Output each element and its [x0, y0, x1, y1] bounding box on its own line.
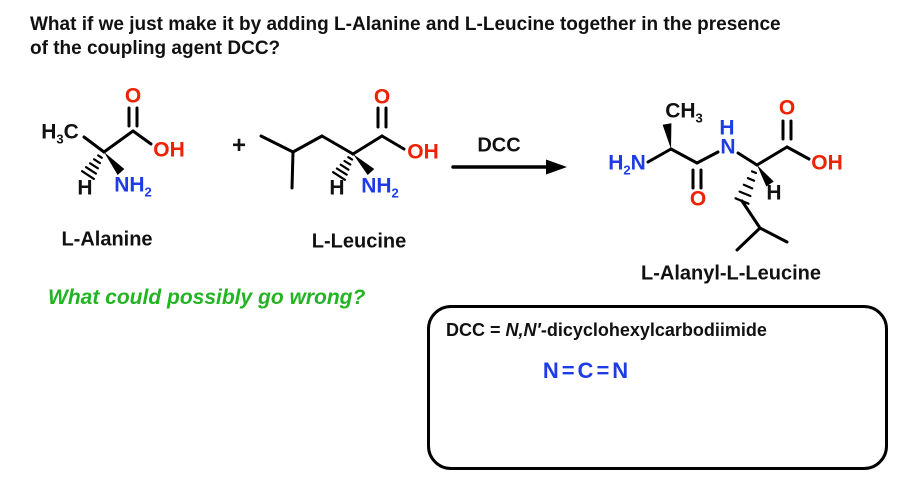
carbodiimide-ncn-label: N=C=N	[542, 358, 632, 383]
leucine-carbonyl-oxygen-label: O	[373, 85, 391, 109]
product-hash-wedge	[734, 170, 758, 205]
dcc-definition-text: DCC = N,N′-dicyclohexylcarbodiimide	[446, 320, 767, 341]
alanine-name-label: L-Alanine	[61, 228, 153, 251]
product-methyl-label: CH3	[665, 99, 703, 126]
alanine-methyl-label: H3C	[41, 120, 79, 147]
product-amide-hydrogen-label: H	[719, 116, 735, 140]
product-amide-nitrogen-label: N	[720, 135, 736, 159]
reaction-arrowhead	[546, 159, 567, 175]
leucine-name-label: L-Leucine	[311, 230, 407, 253]
question-heading-line-1: What if we just make it by adding L-Alan…	[30, 14, 781, 35]
arrow-reagent-label: DCC	[477, 134, 521, 157]
dcc-definition-prefix: DCC =	[446, 320, 506, 340]
alanine-bold-wedge	[104, 152, 125, 175]
product-skeleton	[646, 119, 811, 252]
alanine-skeleton	[80, 106, 153, 180]
dcc-definition-nn-prime: N,N′	[505, 320, 541, 340]
product-methyl-bold-wedge	[662, 123, 672, 149]
product-alpha-hydrogen-label: H	[766, 181, 782, 205]
commentary-note: What could possibly go wrong?	[48, 286, 366, 309]
product-amine-label: H2N	[608, 151, 646, 178]
product-h-bold-wedge	[757, 165, 774, 187]
alanine-alpha-hydrogen-label: H	[77, 176, 93, 200]
dcc-definition-box: DCC = N,N′-dicyclohexylcarbodiimide	[427, 305, 888, 470]
leucine-hash-wedge	[332, 156, 354, 181]
leucine-bold-wedge	[353, 154, 375, 175]
leucine-skeleton	[259, 106, 406, 190]
plus-sign: +	[231, 132, 247, 159]
alanine-hydroxyl-label: OH	[153, 138, 185, 162]
product-name-label: L-Alanyl-L-Leucine	[640, 262, 822, 285]
alanine-hash-wedge	[80, 154, 103, 180]
product-acid-oxygen-label: O	[778, 96, 796, 120]
question-heading-line-2: of the coupling agent DCC?	[30, 38, 281, 59]
question-heading: What if we just make it by adding L-Alan…	[30, 13, 781, 61]
leucine-amine-label: NH2	[361, 174, 399, 201]
reaction-arrow	[451, 159, 567, 175]
leucine-alpha-hydrogen-label: H	[329, 176, 345, 200]
dcc-definition-suffix: -dicyclohexylcarbodiimide	[540, 320, 767, 340]
product-hydroxyl-label: OH	[811, 151, 843, 175]
alanine-carbonyl-oxygen-label: O	[124, 84, 142, 108]
alanine-amine-label: NH2	[114, 173, 152, 200]
leucine-hydroxyl-label: OH	[407, 140, 439, 164]
product-amide-oxygen-label: O	[689, 187, 707, 211]
